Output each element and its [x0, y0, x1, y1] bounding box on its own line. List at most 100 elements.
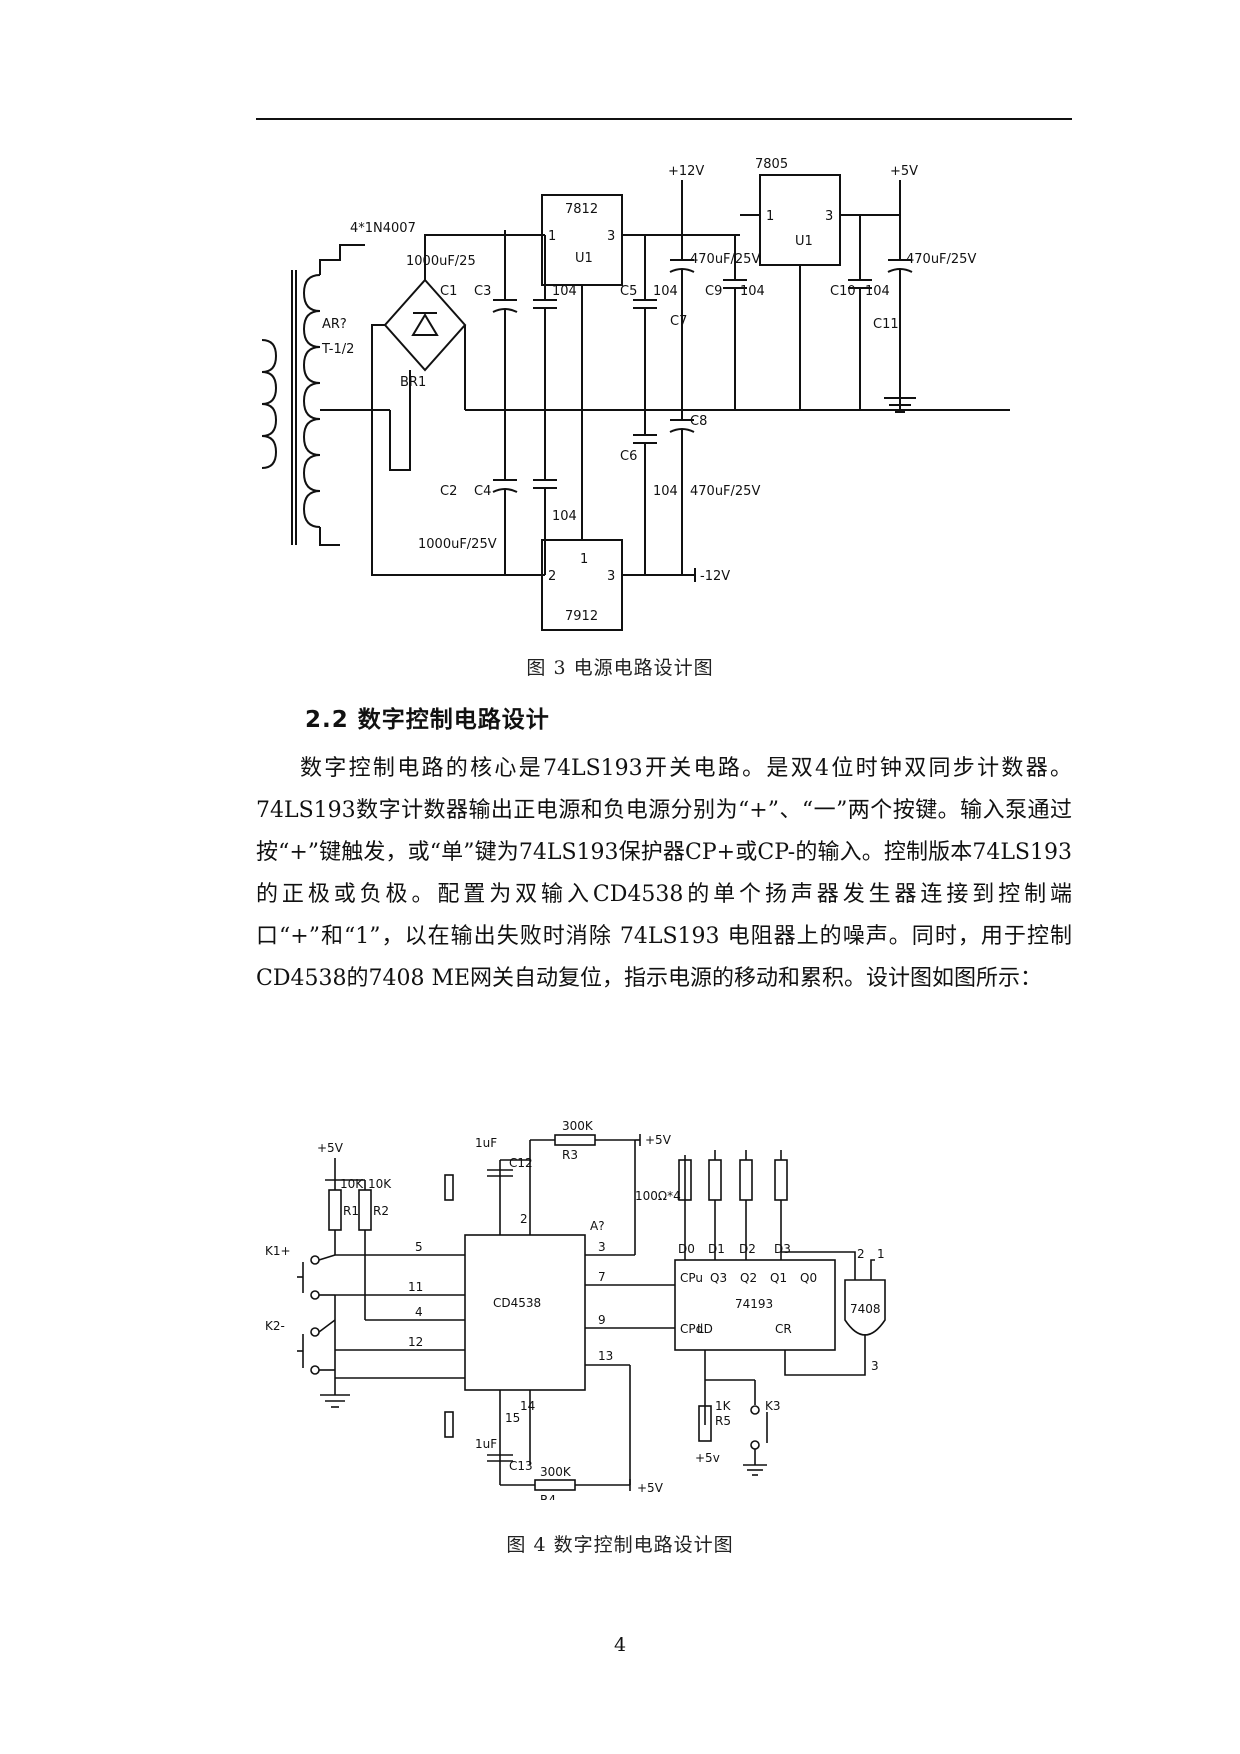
svg-text:D3: D3 [774, 1242, 791, 1256]
svg-text:300K: 300K [540, 1465, 572, 1479]
svg-text:C10: C10 [830, 284, 856, 299]
svg-text:Q3: Q3 [710, 1271, 727, 1285]
gate-7408 [844, 1279, 886, 1336]
svg-text:K1+: K1+ [265, 1244, 291, 1258]
svg-text:C1: C1 [440, 284, 457, 299]
resistor-r2 [358, 1189, 372, 1231]
svg-text:C12: C12 [509, 1156, 533, 1170]
svg-text:1uF: 1uF [475, 1136, 497, 1150]
resistor-r1 [328, 1189, 342, 1231]
svg-text:C3: C3 [474, 284, 491, 299]
header-rule [256, 118, 1072, 120]
svg-text:U1: U1 [795, 234, 813, 249]
svg-text:11: 11 [408, 1280, 423, 1294]
svg-text:2: 2 [548, 569, 556, 584]
svg-text:74193: 74193 [735, 1297, 773, 1311]
svg-text:104: 104 [552, 284, 577, 299]
ground-icon [743, 1464, 767, 1476]
svg-text:+5V: +5V [317, 1141, 344, 1155]
capacitor-c13 [444, 1411, 454, 1438]
svg-text:2: 2 [857, 1247, 865, 1261]
svg-text:7: 7 [598, 1270, 606, 1284]
figure3-caption: 图 3 电源电路设计图 [526, 657, 714, 679]
svg-text:C6: C6 [620, 449, 637, 464]
svg-text:CR: CR [775, 1322, 792, 1336]
svg-text:R1: R1 [343, 1204, 359, 1218]
resistor-r5 [698, 1405, 712, 1442]
svg-text:104: 104 [653, 484, 678, 499]
ic-74193 [674, 1259, 836, 1351]
svg-text:14: 14 [520, 1399, 535, 1413]
svg-text:1000uF/25: 1000uF/25 [406, 254, 476, 269]
transformer-secondary-coil [302, 274, 321, 528]
svg-text:1K: 1K [715, 1399, 732, 1413]
svg-text:R5: R5 [715, 1414, 731, 1428]
svg-text:C5: C5 [620, 284, 637, 299]
capacitor-c12 [444, 1174, 454, 1201]
svg-text:3: 3 [825, 209, 833, 224]
svg-text:1: 1 [766, 209, 774, 224]
svg-text:3: 3 [598, 1240, 606, 1254]
svg-text:K3: K3 [765, 1399, 781, 1413]
svg-text:+5V: +5V [637, 1481, 664, 1495]
svg-text:5: 5 [415, 1240, 423, 1254]
svg-text:C9: C9 [705, 284, 722, 299]
svg-text:CPd: CPd [680, 1322, 703, 1336]
page-number: 4 [613, 1634, 627, 1656]
svg-text:104: 104 [865, 284, 890, 299]
svg-text:104: 104 [740, 284, 765, 299]
ic-cd4538 [464, 1234, 586, 1391]
svg-text:100Ω*4: 100Ω*4 [635, 1189, 681, 1203]
svg-text:C2: C2 [440, 484, 457, 499]
svg-text:C4: C4 [474, 484, 491, 499]
section-body: 数字控制电路的核心是74LS193开关电路。是双4位时钟双同步计数器。74LS1… [256, 748, 1072, 1000]
bridge-rectifier [383, 278, 467, 372]
svg-text:104: 104 [552, 509, 577, 524]
resistor-pullup-1 [678, 1159, 692, 1201]
section-paragraph: 数字控制电路的核心是74LS193开关电路。是双4位时钟双同步计数器。74LS1… [256, 756, 1072, 991]
svg-text:470uF/25V: 470uF/25V [690, 484, 760, 499]
resistor-pullup-3 [739, 1159, 753, 1201]
svg-text:300K: 300K [562, 1120, 594, 1133]
svg-text:1uF: 1uF [475, 1437, 497, 1451]
svg-text:1: 1 [548, 229, 556, 244]
svg-text:9: 9 [598, 1313, 606, 1327]
svg-text:Q2: Q2 [740, 1271, 757, 1285]
svg-text:470uF/25V: 470uF/25V [906, 252, 976, 267]
svg-text:4: 4 [415, 1305, 423, 1319]
svg-text:3: 3 [607, 229, 615, 244]
resistor-r4 [534, 1479, 576, 1491]
svg-text:CD4538: CD4538 [493, 1296, 541, 1310]
svg-text:1: 1 [580, 552, 588, 567]
resistor-pullup-2 [708, 1159, 722, 1201]
svg-text:10K: 10K [340, 1177, 364, 1191]
svg-text:+5V: +5V [890, 164, 918, 179]
figure4-caption: 图 4 数字控制电路设计图 [506, 1534, 734, 1556]
svg-text:C7: C7 [670, 314, 687, 329]
key-k2 [297, 1327, 320, 1375]
svg-text:C8: C8 [690, 414, 707, 429]
svg-text:BR1: BR1 [400, 375, 426, 390]
svg-text:12: 12 [408, 1335, 423, 1349]
svg-text:4*1N4007: 4*1N4007 [350, 221, 416, 236]
svg-text:7408: 7408 [850, 1302, 881, 1316]
resistor-r3 [554, 1134, 596, 1146]
svg-text:3: 3 [871, 1359, 879, 1373]
svg-text:7912: 7912 [565, 609, 598, 624]
svg-text:104: 104 [653, 284, 678, 299]
svg-text:-12V: -12V [700, 569, 730, 584]
svg-text:CPu: CPu [680, 1271, 703, 1285]
ground-icon [884, 397, 916, 413]
svg-text:R3: R3 [562, 1148, 578, 1162]
ground-icon [320, 1394, 350, 1408]
digital-control-schematic: +5V 10K 10K R1 R2 K1+ K2- 5 11 4 12 CD45… [265, 1120, 995, 1500]
svg-text:Q0: Q0 [800, 1271, 817, 1285]
svg-text:+5v: +5v [695, 1451, 720, 1465]
svg-text:R2: R2 [373, 1204, 389, 1218]
svg-text:3: 3 [607, 569, 615, 584]
svg-text:+5V: +5V [645, 1133, 672, 1147]
svg-text:7805: 7805 [755, 157, 788, 172]
svg-text:D1: D1 [708, 1242, 725, 1256]
svg-text:AR?: AR? [322, 317, 347, 332]
svg-text:15: 15 [505, 1411, 520, 1425]
